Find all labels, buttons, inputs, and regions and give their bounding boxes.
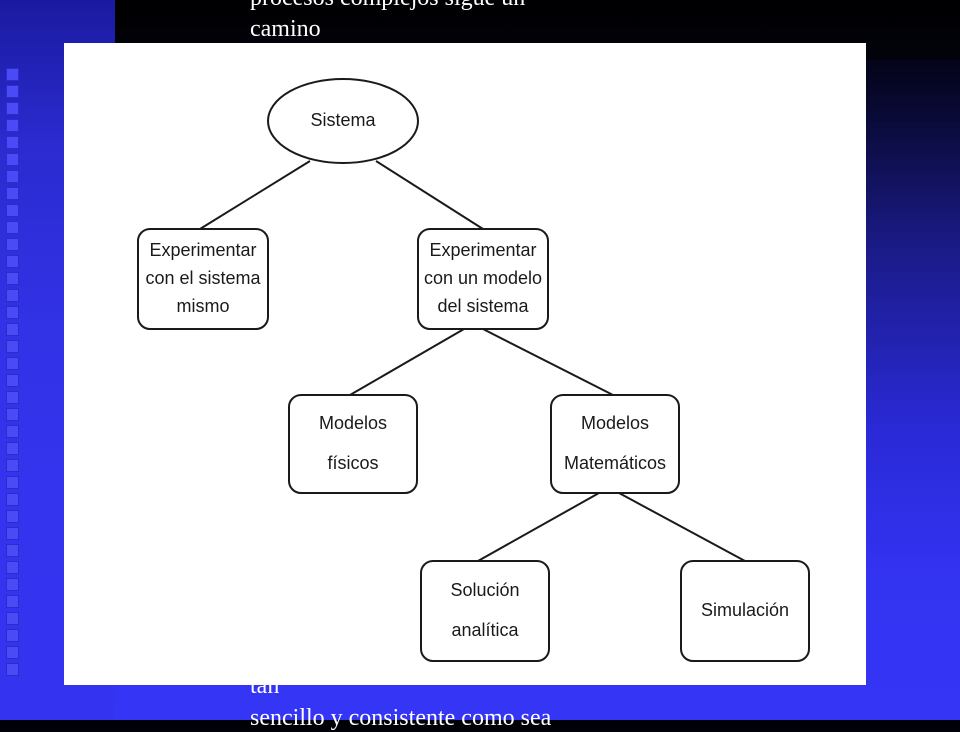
node-simulacion-shape	[680, 560, 810, 662]
slide-bullet-square	[6, 136, 19, 149]
slide-bullet-square	[6, 476, 19, 489]
node-experimentar-sistema: Experimentar con el sistema mismo	[137, 228, 269, 330]
node-solucion-analitica-label-line-1: Solución	[450, 580, 519, 600]
slide-bullet-square	[6, 510, 19, 523]
slide-bullet-square	[6, 544, 19, 557]
slide-bullet-square	[6, 102, 19, 115]
node-sistema: Sistema	[267, 78, 419, 164]
slide-bullet-square	[6, 578, 19, 591]
slide-bullet-square	[6, 425, 19, 438]
slide-bullet-square	[6, 340, 19, 353]
edge-modelos-matematicos-to-simulacion	[618, 492, 746, 562]
node-solucion-analitica-shape	[420, 560, 550, 662]
node-modelos-matematicos-label-line-2: Matemáticos	[564, 453, 666, 473]
slide-bullet-square	[6, 119, 19, 132]
node-solucion-analitica-label-line-2: analítica	[451, 620, 519, 640]
slide-bullet-square	[6, 289, 19, 302]
slide-bullet-square	[6, 408, 19, 421]
node-experimentar-modelo-label-line-2: con un modelo	[424, 268, 542, 288]
slide-bullet-square	[6, 272, 19, 285]
edge-modelos-matematicos-to-solucion-analitica	[477, 492, 600, 562]
edge-sistema-to-experimentar-sistema	[199, 160, 311, 230]
slide-bullet-square	[6, 323, 19, 336]
slide-bullet-square	[6, 68, 19, 81]
slide-bullet-square	[6, 187, 19, 200]
node-experimentar-modelo: Experimentar con un modelo del sistema	[417, 228, 549, 330]
slide-bullet-column	[6, 68, 20, 688]
node-experimentar-modelo-label-line-3: del sistema	[437, 296, 529, 316]
edge-experimentar-modelo-to-modelos-matematicos	[482, 328, 614, 396]
edge-experimentar-modelo-to-modelos-fisicos	[349, 328, 465, 396]
slide-bullet-square	[6, 612, 19, 625]
slide-bullet-square	[6, 493, 19, 506]
slide-bullet-square	[6, 374, 19, 387]
node-experimentar-sistema-label-line-1: Experimentar	[149, 240, 256, 260]
slide-bullet-square	[6, 255, 19, 268]
slide-bullet-square	[6, 204, 19, 217]
slide-bullet-square	[6, 391, 19, 404]
node-experimentar-modelo-shape	[417, 228, 549, 330]
node-modelos-fisicos-label-line-1: Modelos	[319, 413, 387, 433]
node-simulacion: Simulación	[680, 560, 810, 662]
slide-bullet-square	[6, 663, 19, 676]
slide-bullet-square	[6, 170, 19, 183]
node-experimentar-sistema-label-line-3: mismo	[177, 296, 230, 316]
slide-text-top-line-2: camino	[250, 16, 321, 42]
slide-text-bottom-line-2: sencillo y consistente como sea	[250, 705, 552, 731]
node-sistema-shape	[267, 78, 419, 164]
slide-bullet-square	[6, 85, 19, 98]
node-simulacion-label-line-1: Simulación	[701, 600, 789, 620]
slide-bullet-square	[6, 221, 19, 234]
slide-bullet-square	[6, 527, 19, 540]
slide-bullet-square	[6, 646, 19, 659]
node-modelos-matematicos-label-line-1: Modelos	[581, 413, 649, 433]
node-modelos-matematicos-shape	[550, 394, 680, 494]
node-experimentar-modelo-label-line-1: Experimentar	[429, 240, 536, 260]
slide-bullet-square	[6, 595, 19, 608]
slide-bullet-square	[6, 153, 19, 166]
slide-bullet-square	[6, 561, 19, 574]
slide-bullet-square	[6, 238, 19, 251]
slide-bullet-square	[6, 459, 19, 472]
node-modelos-fisicos: Modelos físicos	[288, 394, 418, 494]
node-modelos-fisicos-shape	[288, 394, 418, 494]
slide-bullet-square	[6, 442, 19, 455]
node-solucion-analitica: Solución analítica	[420, 560, 550, 662]
node-modelos-fisicos-label-line-2: físicos	[327, 453, 378, 473]
slide-bullet-square	[6, 357, 19, 370]
edge-sistema-to-experimentar-modelo	[375, 160, 484, 230]
node-experimentar-sistema-label-line-2: con el sistema	[145, 268, 261, 288]
node-experimentar-sistema-shape	[137, 228, 269, 330]
diagram-edges	[199, 160, 746, 562]
slide-text-top-line-1: procesos complejos sigue un	[250, 0, 525, 12]
slide-bullet-square	[6, 629, 19, 642]
node-sistema-label-line-1: Sistema	[310, 110, 376, 130]
slide-bullet-square	[6, 306, 19, 319]
